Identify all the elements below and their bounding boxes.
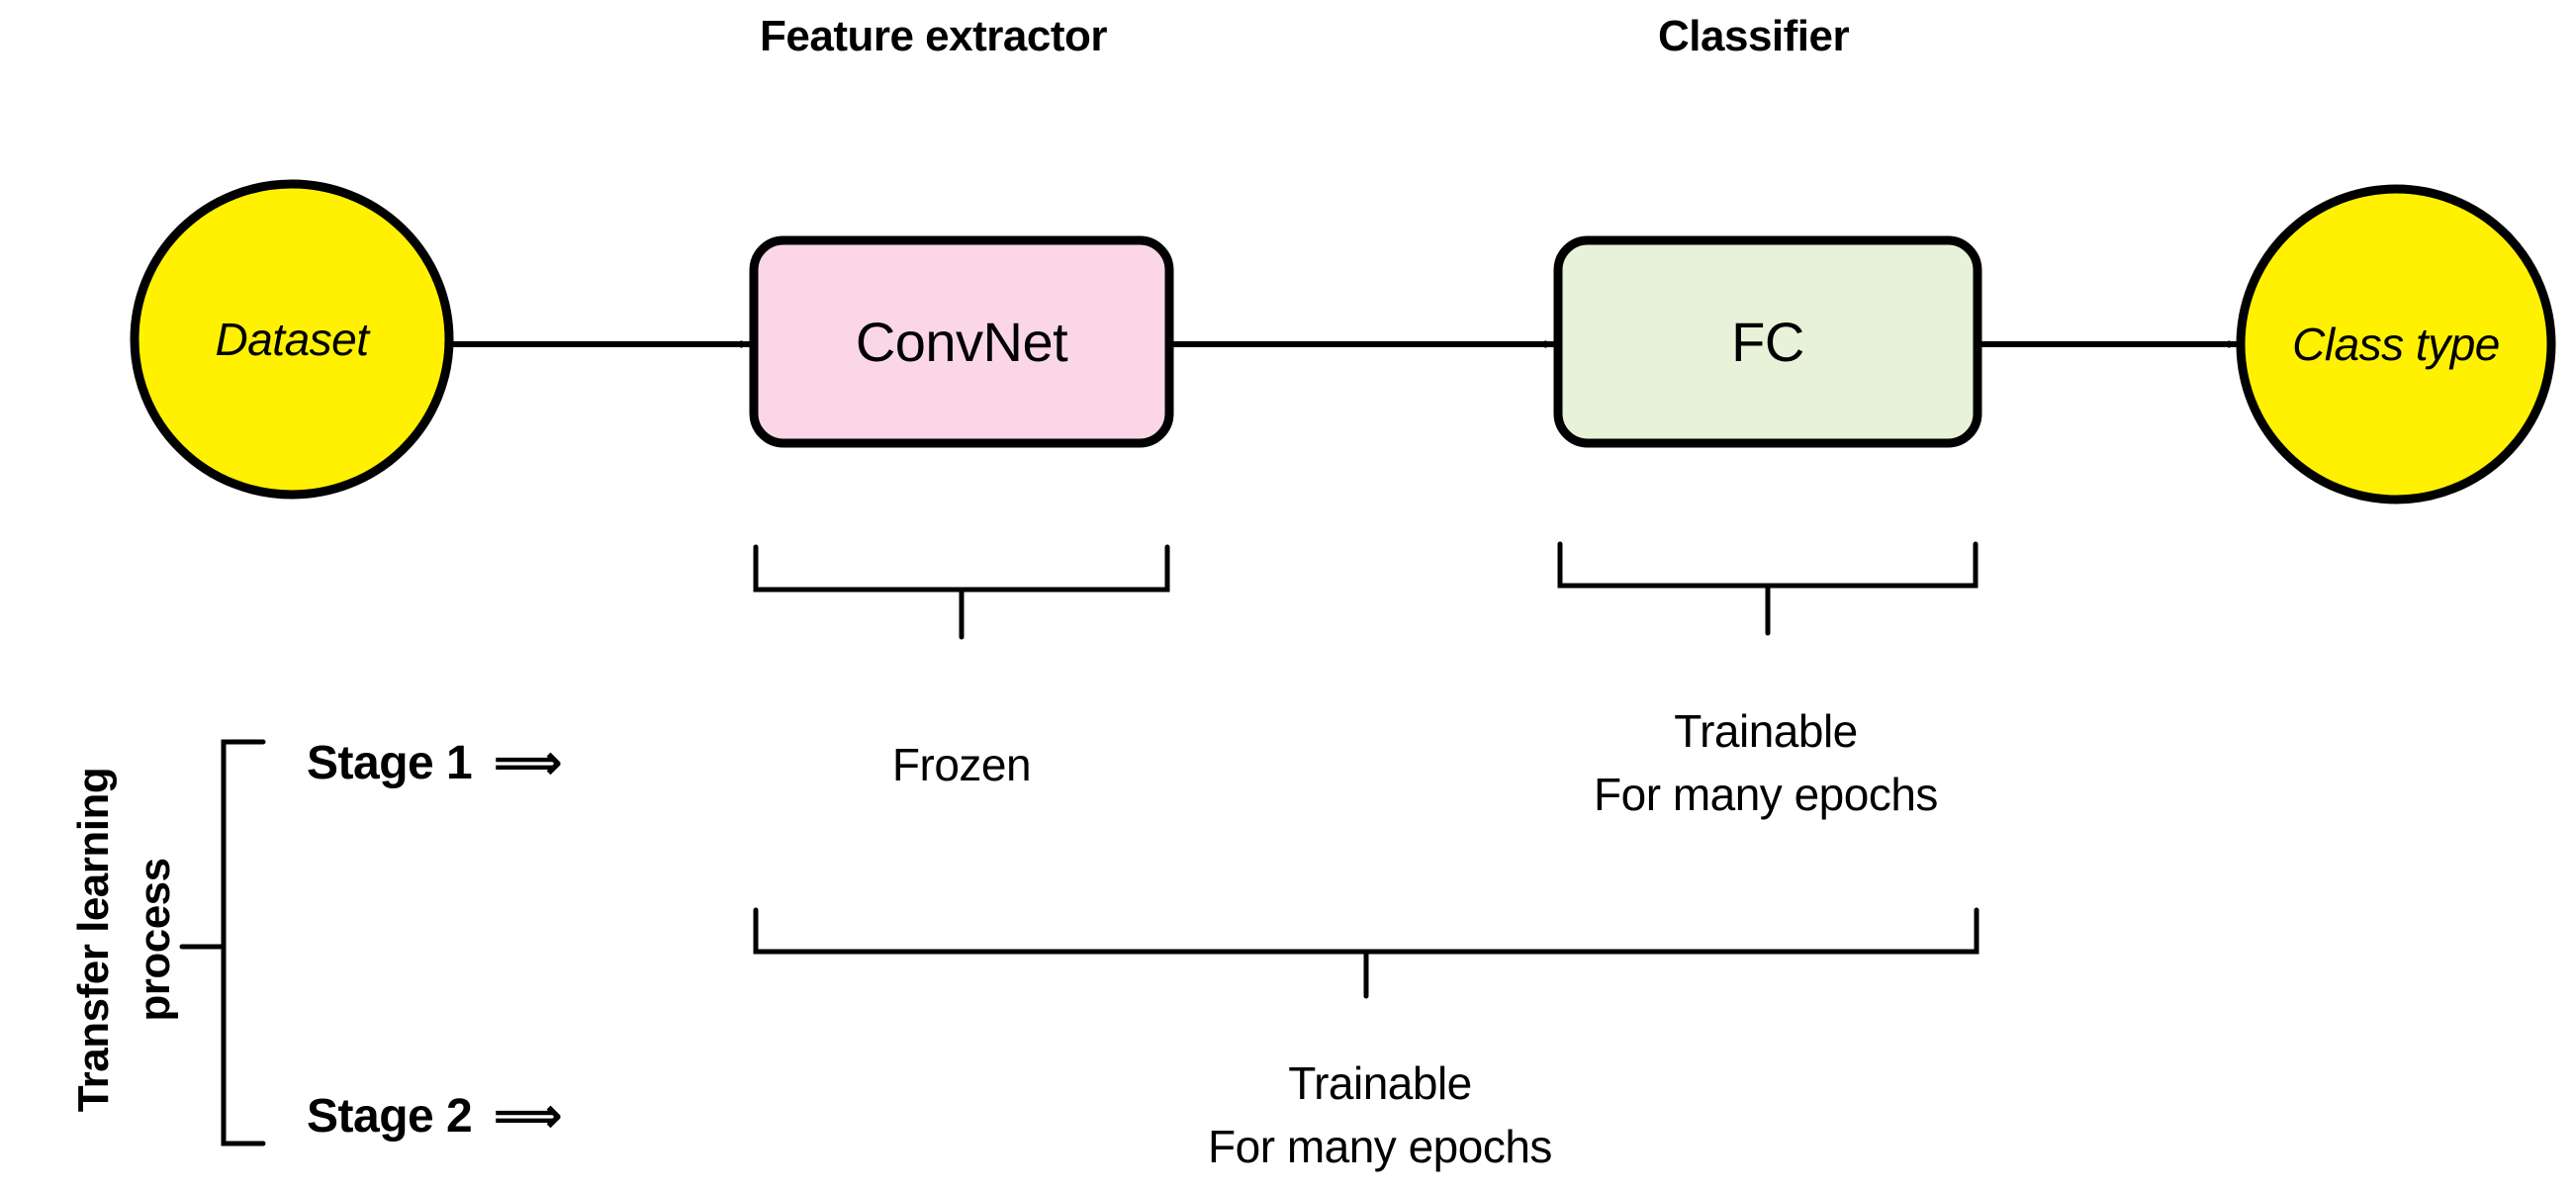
caption-trainable-all: Trainable For many epochs bbox=[1123, 1056, 1637, 1173]
transfer-learning-title-line2: process bbox=[131, 858, 179, 1022]
node-fc[interactable]: FC bbox=[1558, 240, 1978, 443]
caption-frozen: Frozen bbox=[891, 739, 1032, 790]
transfer-learning-title-line1: Transfer learning bbox=[69, 767, 118, 1113]
node-fc-shape[interactable] bbox=[1553, 235, 1982, 448]
node-dataset-label: Dataset bbox=[215, 314, 369, 365]
brace-span-convnet-fc bbox=[753, 907, 1979, 999]
node-dataset[interactable]: Dataset bbox=[135, 184, 449, 495]
node-classtype-label: Class type bbox=[2292, 319, 2500, 370]
brace-transfer-learning-stages bbox=[179, 739, 266, 1146]
caption-trainable-fc: Trainable For many epochs bbox=[1509, 704, 2023, 821]
caption-trainable-fc-line1: Trainable bbox=[1674, 705, 1858, 757]
stage-2-row[interactable]: Stage 2 ⟹ bbox=[307, 1090, 562, 1144]
section-label-classifier: Classifier bbox=[1658, 12, 1850, 60]
caption-frozen-wrap: Frozen bbox=[764, 737, 1159, 792]
node-convnet-label: ConvNet bbox=[855, 311, 1068, 373]
node-convnet-shape[interactable] bbox=[749, 235, 1174, 448]
section-label-feature-extractor: Feature extractor bbox=[760, 12, 1107, 60]
node-fc-label: FC bbox=[1731, 311, 1804, 373]
transfer-learning-process-title: Transfer learning process bbox=[24, 692, 179, 1187]
node-dataset-shape[interactable] bbox=[130, 179, 454, 500]
node-convnet[interactable]: ConvNet bbox=[754, 240, 1169, 443]
node-classtype-shape[interactable] bbox=[2236, 184, 2556, 504]
stage-1-row[interactable]: Stage 1 ⟹ bbox=[307, 737, 562, 790]
stage-2-label: Stage 2 bbox=[307, 1090, 473, 1143]
caption-trainable-all-line2: For many epochs bbox=[1208, 1121, 1552, 1172]
stage-1-arrow-icon: ⟹ bbox=[494, 737, 562, 789]
brace-under-fc bbox=[1557, 541, 1978, 636]
caption-trainable-fc-line2: For many epochs bbox=[1594, 769, 1938, 820]
node-classtype[interactable]: Class type bbox=[2241, 189, 2551, 500]
brace-under-convnet bbox=[753, 544, 1170, 640]
caption-trainable-all-line1: Trainable bbox=[1288, 1057, 1472, 1109]
stage-1-label: Stage 1 bbox=[307, 737, 473, 789]
stage-2-arrow-icon: ⟹ bbox=[494, 1090, 562, 1143]
